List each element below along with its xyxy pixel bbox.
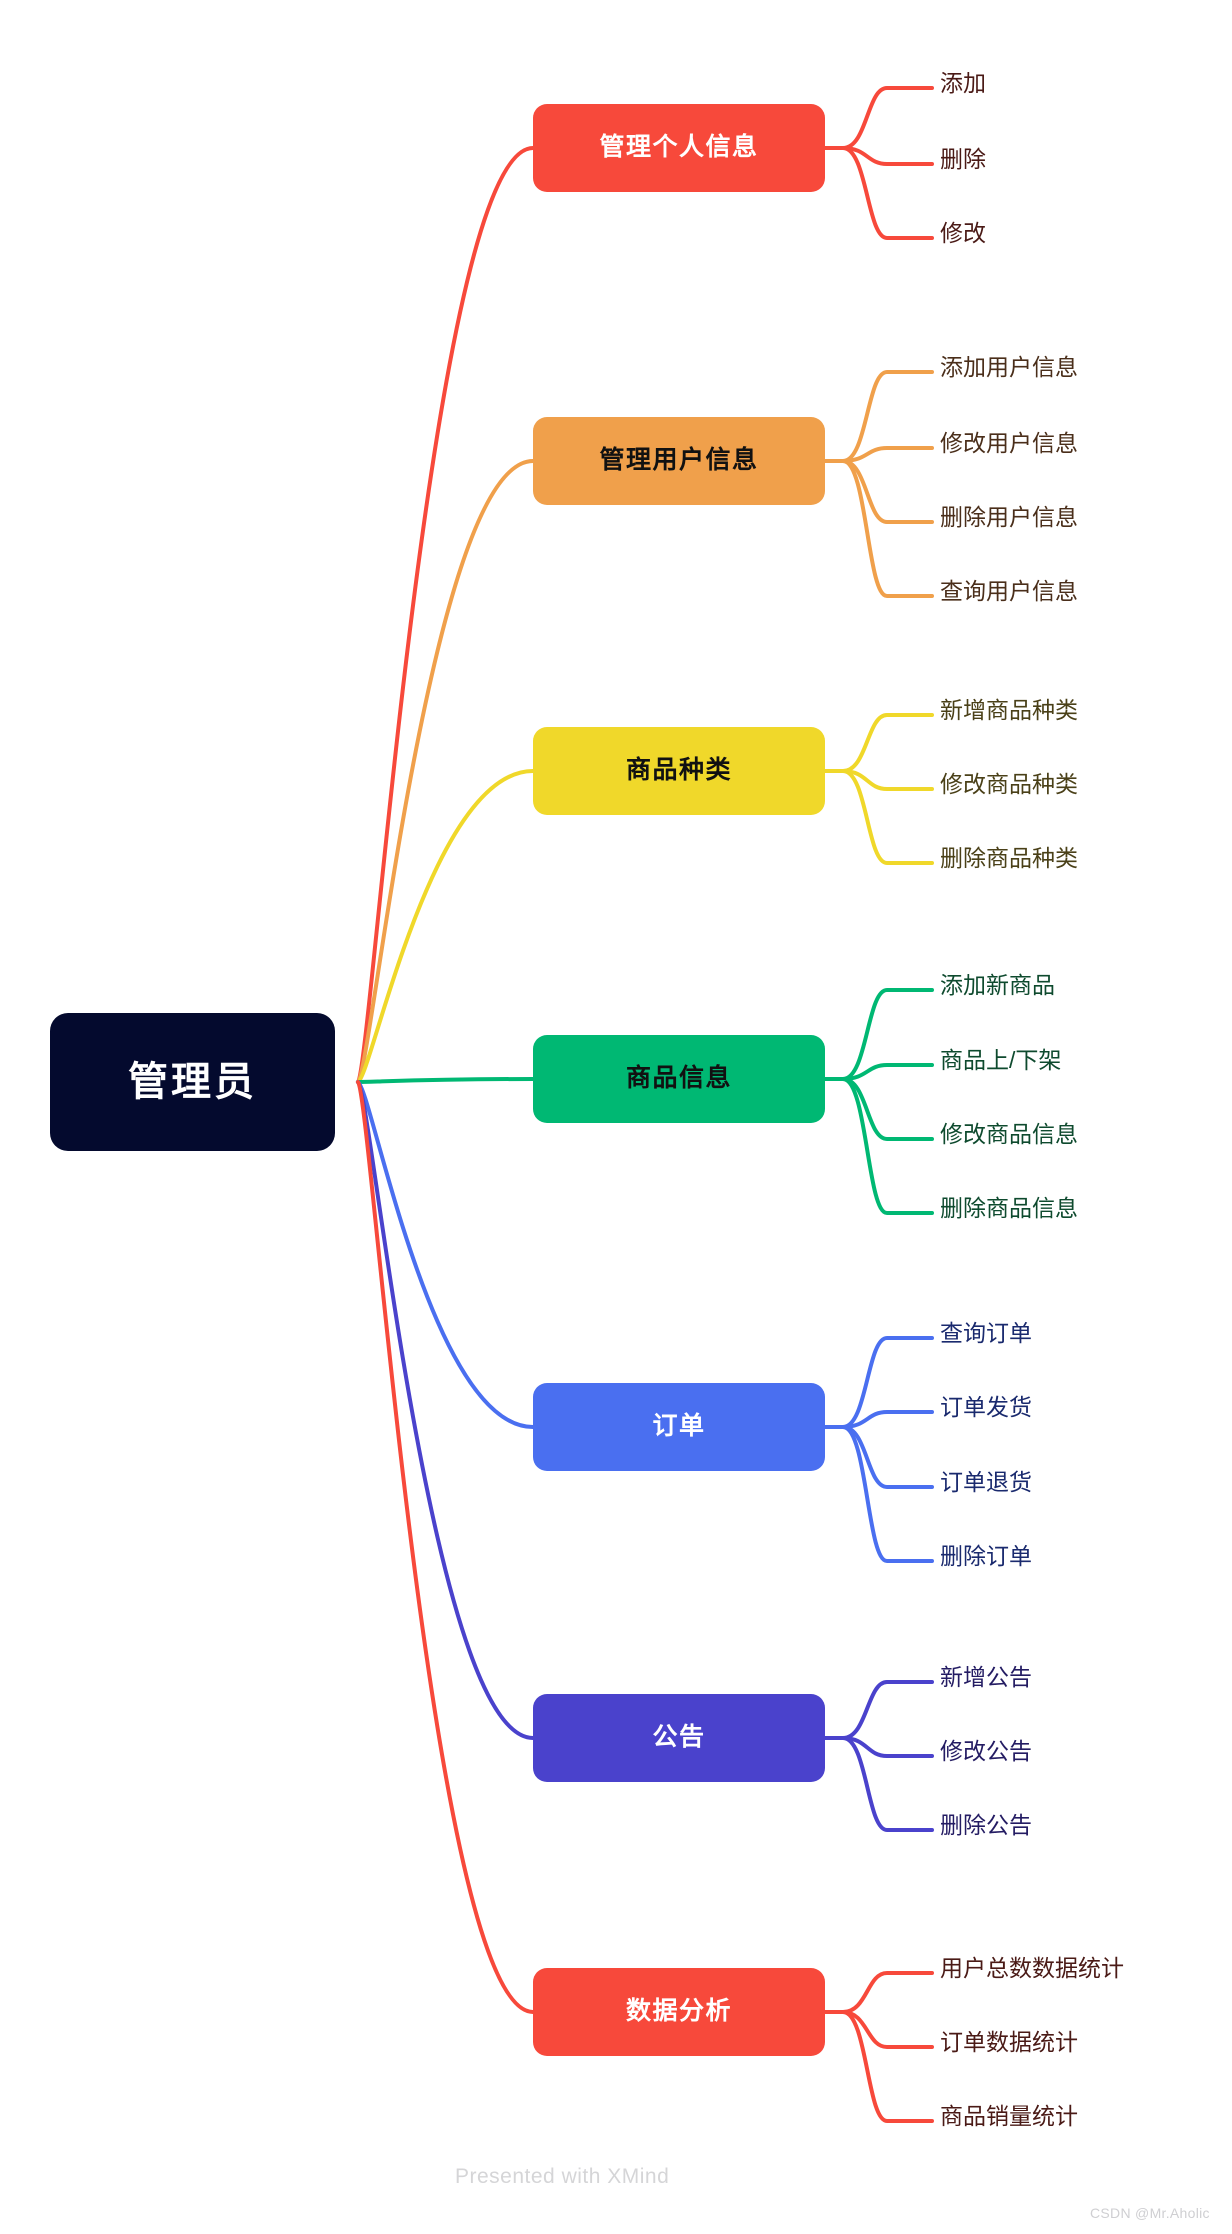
csdn-credit: CSDN @Mr.Aholic [1090, 2205, 1210, 2221]
branch-product-category-leaf-3[interactable]: 删除商品种类 [940, 845, 1078, 871]
branch-orders[interactable]: 订单 [533, 1383, 825, 1471]
branch-user-info-leaf-1[interactable]: 添加用户信息 [940, 354, 1078, 380]
branch-orders-leaf-4[interactable]: 删除订单 [940, 1543, 1032, 1569]
branch-personal-info-leaf-2[interactable]: 删除 [940, 146, 986, 172]
branch-announcements[interactable]: 公告 [533, 1694, 825, 1782]
branch-user-info-leaf-4[interactable]: 查询用户信息 [940, 578, 1078, 604]
branch-data-analysis-leaf-1[interactable]: 用户总数数据统计 [940, 1955, 1124, 1981]
branch-product-category-leaf-1[interactable]: 新增商品种类 [940, 697, 1078, 723]
branch-data-analysis-leaf-3[interactable]: 商品销量统计 [940, 2103, 1078, 2129]
branch-announcements-leaf-3[interactable]: 删除公告 [940, 1812, 1032, 1838]
branch-personal-info-leaf-1[interactable]: 添加 [940, 70, 986, 96]
branch-product-info-leaf-2[interactable]: 商品上/下架 [940, 1047, 1062, 1073]
branch-user-info-label: 管理用户信息 [599, 446, 759, 475]
branch-user-info-leaf-3[interactable]: 删除用户信息 [940, 504, 1078, 530]
branch-announcements-leaf-2[interactable]: 修改公告 [940, 1738, 1032, 1764]
branch-product-category[interactable]: 商品种类 [533, 727, 825, 815]
branch-product-info-leaf-1[interactable]: 添加新商品 [940, 972, 1055, 998]
branch-data-analysis-leaf-2[interactable]: 订单数据统计 [940, 2029, 1078, 2055]
branch-product-info-label: 商品信息 [625, 1064, 732, 1093]
branch-product-category-label: 商品种类 [625, 756, 732, 785]
branch-personal-info[interactable]: 管理个人信息 [533, 104, 825, 192]
branch-announcements-label: 公告 [652, 1723, 706, 1752]
branch-product-info-leaf-3[interactable]: 修改商品信息 [940, 1121, 1078, 1147]
xmind-watermark: Presented with XMind [455, 2165, 670, 2188]
branch-personal-info-label: 管理个人信息 [599, 133, 759, 162]
branch-product-category-leaf-2[interactable]: 修改商品种类 [940, 771, 1078, 797]
branch-orders-leaf-2[interactable]: 订单发货 [940, 1394, 1032, 1420]
branch-orders-leaf-1[interactable]: 查询订单 [940, 1320, 1032, 1346]
branch-user-info[interactable]: 管理用户信息 [533, 417, 825, 505]
branch-product-info[interactable]: 商品信息 [533, 1035, 825, 1123]
branch-product-info-leaf-4[interactable]: 删除商品信息 [940, 1195, 1078, 1221]
branch-user-info-leaf-2[interactable]: 修改用户信息 [940, 430, 1078, 456]
branch-orders-label: 订单 [652, 1412, 706, 1441]
branch-orders-leaf-3[interactable]: 订单退货 [940, 1469, 1032, 1495]
root-node-label: 管理员 [128, 1060, 257, 1104]
branch-data-analysis[interactable]: 数据分析 [533, 1968, 825, 2056]
branch-data-analysis-label: 数据分析 [625, 1997, 732, 2026]
root-node[interactable]: 管理员 [50, 1013, 335, 1151]
branch-personal-info-leaf-3[interactable]: 修改 [940, 220, 986, 246]
branch-announcements-leaf-1[interactable]: 新增公告 [940, 1664, 1032, 1690]
